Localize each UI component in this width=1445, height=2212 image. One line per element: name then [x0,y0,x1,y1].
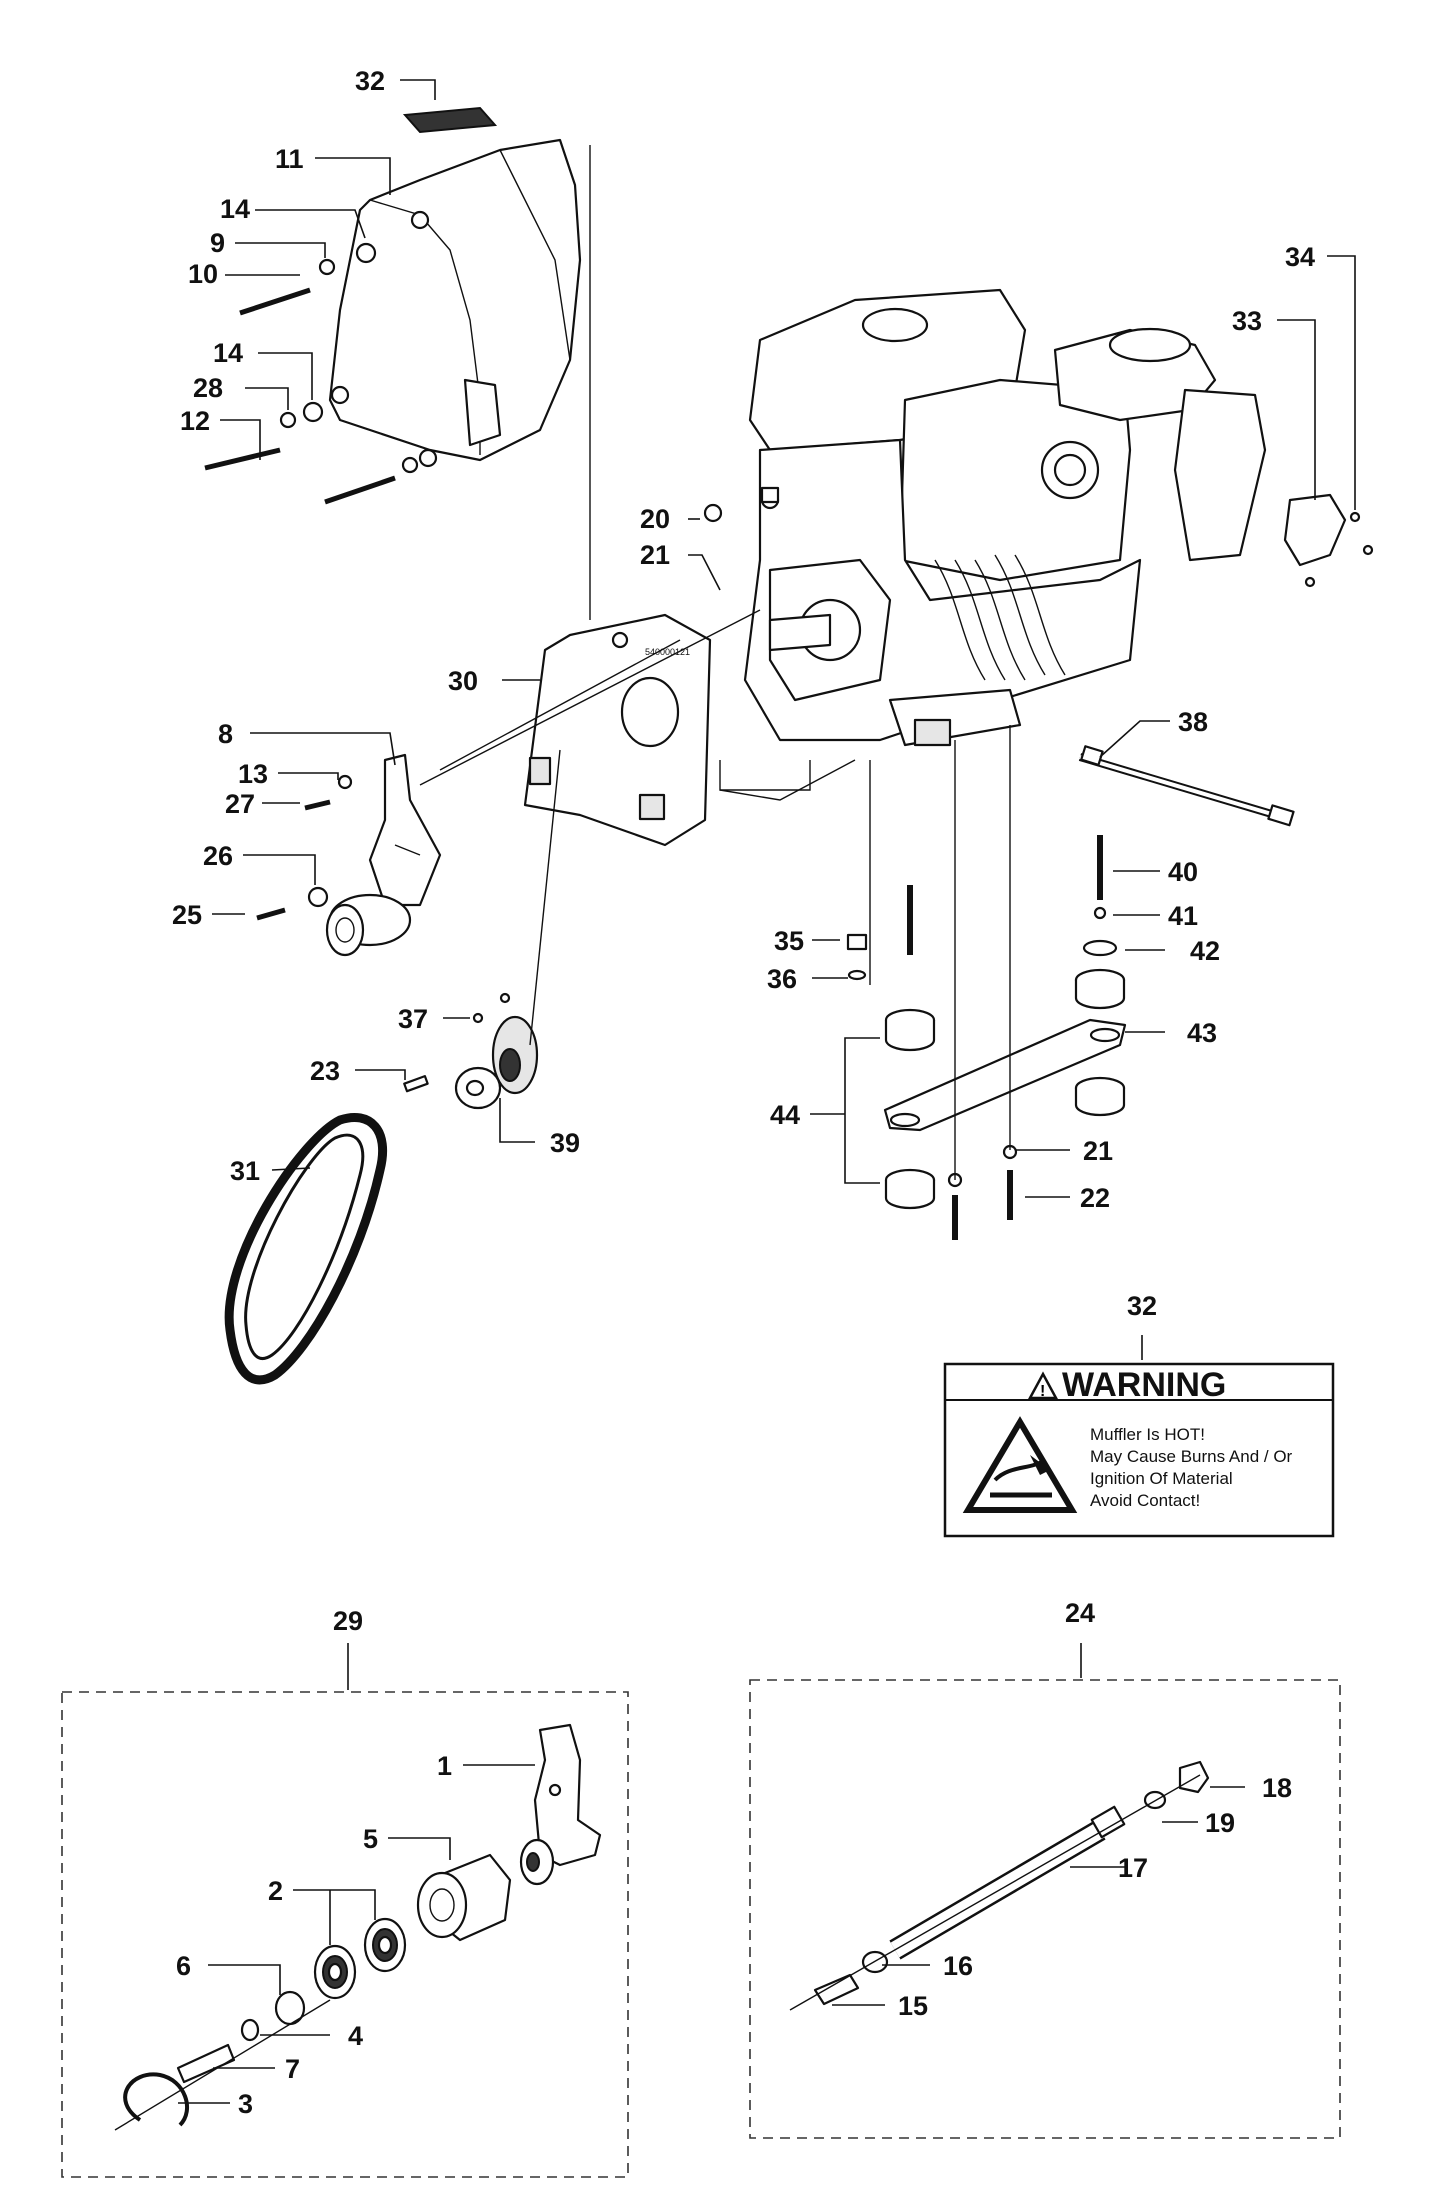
callout-36: 36 [767,964,797,994]
callout-14a: 14 [220,194,250,224]
callout-14b: 14 [213,338,243,368]
callout-28: 28 [193,373,223,403]
callout-18: 18 [1262,1773,1292,1803]
callout-34: 34 [1285,242,1315,272]
callout-42: 42 [1190,936,1220,966]
warning-line-3: Ignition Of Material [1090,1469,1233,1488]
bracket-part-marking: 540000121 [645,647,690,657]
callout-20: 20 [640,504,670,534]
callout-19: 19 [1205,1808,1235,1838]
guard-fasteners [204,242,438,505]
callout-13: 13 [238,759,268,789]
belt-tensioner-arm [256,753,442,957]
callout-5: 5 [363,1824,378,1854]
engine-bracket-plate: 540000121 [523,613,712,847]
callout-33: 33 [1232,306,1262,336]
callout-4: 4 [348,2021,363,2051]
callout-32-top: 32 [355,66,385,96]
callout-39: 39 [550,1128,580,1158]
callout-25: 25 [172,900,202,930]
warning-line-1: Muffler Is HOT! [1090,1425,1205,1444]
callout-40: 40 [1168,857,1198,887]
callout-37: 37 [398,1004,428,1034]
belt-guard-cover [328,138,582,462]
callout-9: 9 [210,228,225,258]
callout-numbers: 32 11 14 9 10 14 28 12 20 21 34 33 30 8 … [172,66,1315,2119]
throttle-cable-kit [789,1760,1210,2011]
callout-10: 10 [188,259,218,289]
callout-15: 15 [898,1991,928,2021]
warning-decal-small [402,106,498,134]
callout-38: 38 [1178,707,1208,737]
muffler-heat-shield [1283,493,1374,588]
callout-32-warning: 32 [1127,1291,1157,1321]
callout-17: 17 [1118,1853,1148,1883]
idler-arm-kit [114,1723,602,2131]
callout-24: 24 [1065,1598,1095,1628]
callout-44: 44 [770,1100,800,1130]
warning-line-4: Avoid Contact! [1090,1491,1200,1510]
callout-1: 1 [437,1751,452,1781]
callout-35: 35 [774,926,804,956]
callout-43: 43 [1187,1018,1217,1048]
callout-29: 29 [333,1606,363,1636]
throttle-cable [1078,745,1295,827]
callout-27: 27 [225,789,255,819]
callout-21b: 21 [1083,1136,1113,1166]
callout-31: 31 [230,1156,260,1186]
callout-2: 2 [268,1876,283,1906]
svg-text:!: ! [1040,1383,1045,1400]
engine-mount-plate [846,835,1127,1240]
drive-pulley [403,992,539,1110]
kit-24-box [749,1679,1341,2139]
callout-12: 12 [180,406,210,436]
callout-30: 30 [448,666,478,696]
callout-22: 22 [1080,1183,1110,1213]
callout-26: 26 [203,841,233,871]
assembly-axis-lines [419,145,1011,1180]
callout-8: 8 [218,719,233,749]
callout-3: 3 [238,2089,253,2119]
callout-leaders [178,79,1356,2104]
warning-title: WARNING [1062,1366,1226,1404]
callout-7: 7 [285,2054,300,2084]
callout-21a: 21 [640,540,670,570]
callout-23: 23 [310,1056,340,1086]
callout-41: 41 [1168,901,1198,931]
callout-6: 6 [176,1951,191,1981]
callout-11: 11 [275,144,304,174]
warning-triangle-icon: ! [1027,1371,1059,1400]
hot-surface-icon [962,1416,1078,1513]
engine-assembly [703,288,1267,747]
warning-label: ! WARNING Muffler Is HOT! May Cause Burn… [943,1362,1335,1538]
drive-belt [224,1112,388,1385]
kit-29-box [61,1691,629,2178]
warning-line-2: May Cause Burns And / Or [1090,1447,1293,1466]
callout-16: 16 [943,1951,973,1981]
